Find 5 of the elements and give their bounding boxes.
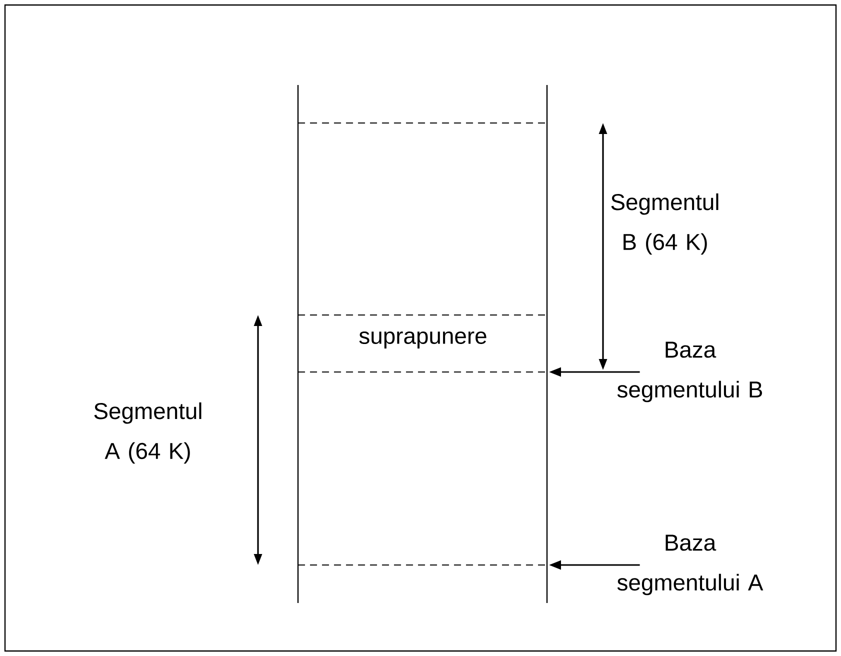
base-label: Baza segmentului B	[617, 342, 762, 402]
base-label: Baza segmentului A	[617, 534, 764, 596]
segment-label: suprapunere	[359, 331, 486, 349]
segment-label: Segmentul A (64 K)	[94, 402, 202, 464]
segment-label: Segmentul B (64 K)	[611, 193, 718, 255]
